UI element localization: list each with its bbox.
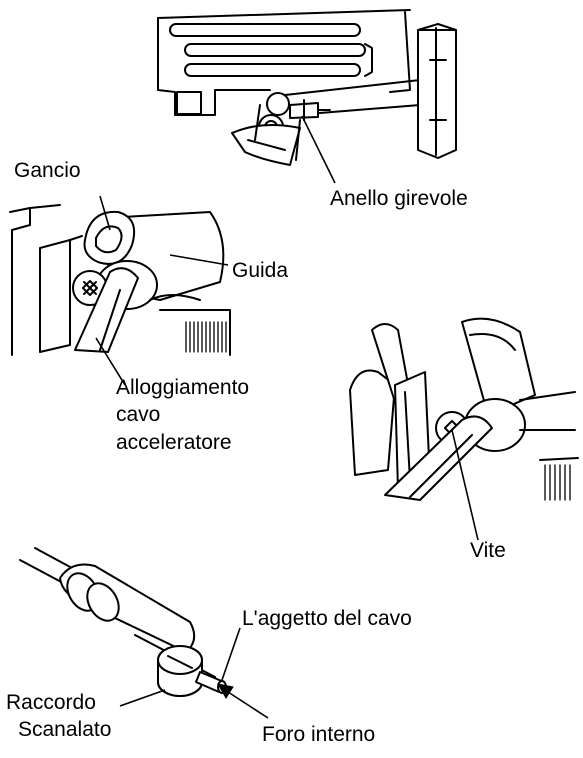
- label-vite: Vite: [470, 539, 506, 562]
- label-aggetto-cavo: L'aggetto del cavo: [242, 607, 412, 630]
- spring-coils: [185, 321, 227, 353]
- label-anello-girevole: Anello girevole: [330, 187, 468, 210]
- figure-hook-guide: [9, 195, 231, 386]
- label-gancio: Gancio: [14, 159, 81, 182]
- label-alloggiamento-line1: Alloggiamento: [116, 376, 250, 399]
- figure-screw: [349, 317, 579, 541]
- label-guida: Guida: [232, 259, 289, 282]
- thread-coils: [544, 464, 571, 501]
- label-alloggiamento-line2: cavo: [116, 403, 161, 426]
- figure-carburetor-top: [157, 9, 457, 184]
- label-alloggiamento-line3: acceleratore: [116, 431, 232, 454]
- label-foro-interno: Foro interno: [262, 723, 376, 746]
- label-raccordo-line1: Raccordo: [6, 691, 96, 714]
- figure-cable-fitting: [19, 547, 269, 719]
- label-raccordo-line2: Scanalato: [18, 718, 112, 741]
